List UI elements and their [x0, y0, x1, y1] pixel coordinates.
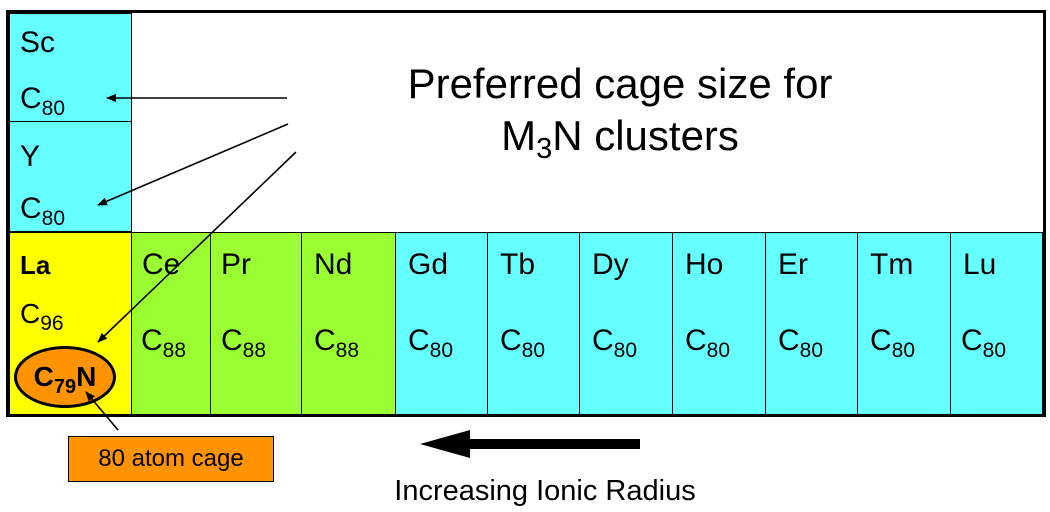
element-symbol: Tb	[500, 248, 536, 281]
cage-formula: C80	[408, 324, 454, 362]
element-symbol: Tm	[870, 248, 914, 281]
trend-arrow-head	[420, 430, 470, 458]
arrow-to-y	[97, 123, 289, 206]
cage-formula: C88	[141, 324, 187, 362]
cage-formula: C80	[20, 82, 66, 120]
cage-formula: C80	[500, 324, 546, 362]
cell-ce: Ce C88	[131, 232, 211, 415]
cell-tm: Tm C80	[857, 232, 951, 415]
diagram-title: Preferred cage size for M3N clusters	[300, 58, 940, 165]
element-symbol: Ce	[142, 248, 181, 281]
cell-gd: Gd C80	[395, 232, 488, 415]
element-symbol: Gd	[408, 248, 449, 281]
element-symbol: La	[20, 250, 51, 280]
element-symbol: Dy	[592, 248, 629, 281]
element-symbol: Ho	[685, 248, 724, 281]
cell-nd: Nd C88	[301, 232, 396, 415]
element-symbol: Er	[778, 248, 808, 281]
cell-dy: Dy C80	[579, 232, 673, 415]
note-box: 80 atom cage	[68, 436, 274, 482]
element-symbol: Nd	[314, 248, 353, 281]
title-line-2: M3N clusters	[501, 112, 739, 165]
cell-y: Y C80	[9, 121, 132, 232]
cell-sc: Sc C80	[9, 13, 132, 122]
cell-tb: Tb C80	[487, 232, 580, 415]
c79n-highlight: C79N	[14, 346, 116, 408]
cage-formula: C80	[20, 192, 66, 230]
cage-formula: C80	[961, 324, 1007, 362]
cage-formula: C96	[20, 298, 64, 335]
arrow-to-la	[97, 151, 297, 343]
trend-arrow-shaft	[468, 439, 640, 449]
trend-label: Increasing Ionic Radius	[394, 475, 696, 507]
arrow-to-c79n	[85, 391, 119, 431]
cage-formula: C88	[314, 324, 360, 362]
cell-lu: Lu C80	[950, 232, 1043, 415]
element-symbol: Y	[20, 140, 41, 173]
cage-formula: C80	[870, 324, 916, 362]
cage-formula: C80	[592, 324, 638, 362]
cage-formula: C88	[221, 324, 267, 362]
title-line-1: Preferred cage size for	[407, 60, 833, 107]
element-symbol: Sc	[20, 26, 56, 59]
element-symbol: Lu	[963, 248, 997, 281]
cage-formula: C80	[778, 324, 824, 362]
element-symbol: Pr	[221, 248, 251, 281]
cell-ho: Ho C80	[672, 232, 766, 415]
cage-formula: C80	[685, 324, 731, 362]
cell-er: Er C80	[765, 232, 858, 415]
